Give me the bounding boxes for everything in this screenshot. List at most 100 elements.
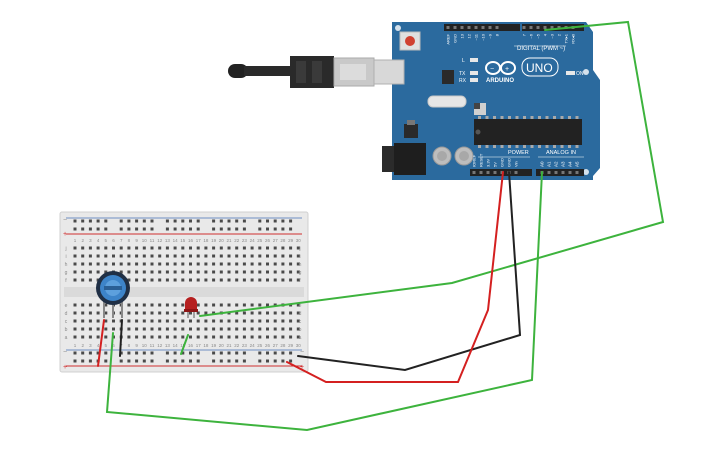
breadboard-hole[interactable] — [212, 335, 216, 339]
breadboard-hole[interactable] — [204, 327, 208, 331]
rail-hole[interactable] — [135, 219, 139, 223]
rail-hole[interactable] — [173, 227, 177, 231]
breadboard-hole[interactable] — [281, 278, 285, 282]
breadboard-hole[interactable] — [250, 327, 254, 331]
breadboard-hole[interactable] — [242, 335, 246, 339]
breadboard-hole[interactable] — [212, 327, 216, 331]
breadboard-hole[interactable] — [227, 319, 231, 323]
rail-hole[interactable] — [235, 227, 239, 231]
breadboard-hole[interactable] — [96, 303, 100, 307]
breadboard-hole[interactable] — [150, 254, 154, 258]
rail-hole[interactable] — [104, 359, 108, 363]
digital-pin[interactable] — [446, 26, 450, 29]
rail-hole[interactable] — [189, 359, 192, 363]
breadboard-hole[interactable] — [135, 327, 139, 331]
breadboard-hole[interactable] — [189, 311, 192, 315]
rail-hole[interactable] — [73, 359, 77, 363]
breadboard-hole[interactable] — [119, 262, 123, 266]
power-pin[interactable] — [472, 171, 476, 174]
breadboard-hole[interactable] — [142, 327, 146, 331]
breadboard-hole[interactable] — [127, 335, 131, 339]
digital-pin[interactable] — [522, 26, 526, 29]
rail-hole[interactable] — [289, 351, 293, 355]
rail-hole[interactable] — [127, 219, 131, 223]
breadboard-hole[interactable] — [273, 311, 277, 315]
breadboard-hole[interactable] — [273, 278, 277, 282]
rail-hole[interactable] — [212, 227, 216, 231]
breadboard-hole[interactable] — [258, 246, 262, 250]
breadboard-hole[interactable] — [119, 254, 123, 258]
breadboard-hole[interactable] — [250, 278, 254, 282]
breadboard-hole[interactable] — [88, 311, 92, 315]
breadboard-hole[interactable] — [181, 246, 185, 250]
breadboard-hole[interactable] — [296, 254, 300, 258]
breadboard-hole[interactable] — [258, 278, 262, 282]
breadboard-hole[interactable] — [119, 246, 123, 250]
breadboard-hole[interactable] — [219, 278, 223, 282]
breadboard-hole[interactable] — [266, 319, 269, 323]
digital-pin[interactable] — [453, 26, 457, 29]
wire-gnd-to-rail[interactable] — [297, 171, 522, 372]
breadboard-hole[interactable] — [181, 270, 185, 274]
breadboard-hole[interactable] — [204, 270, 208, 274]
rail-hole[interactable] — [219, 351, 223, 355]
breadboard-hole[interactable] — [73, 270, 77, 274]
breadboard-hole[interactable] — [104, 327, 108, 331]
breadboard-hole[interactable] — [196, 311, 200, 315]
rail-hole[interactable] — [242, 351, 246, 355]
digital-pin[interactable] — [460, 26, 464, 29]
rail-hole[interactable] — [266, 351, 269, 355]
digital-pin[interactable] — [536, 26, 540, 29]
breadboard-hole[interactable] — [227, 254, 231, 258]
breadboard-hole[interactable] — [88, 319, 92, 323]
rail-hole[interactable] — [119, 359, 123, 363]
rail-hole[interactable] — [181, 359, 185, 363]
breadboard-hole[interactable] — [281, 254, 285, 258]
breadboard-hole[interactable] — [258, 335, 262, 339]
breadboard-hole[interactable] — [242, 254, 246, 258]
breadboard-hole[interactable] — [258, 327, 262, 331]
rail-hole[interactable] — [165, 219, 169, 223]
breadboard-hole[interactable] — [235, 262, 239, 266]
breadboard-hole[interactable] — [289, 319, 293, 323]
digital-pin[interactable] — [488, 26, 492, 29]
breadboard-hole[interactable] — [158, 262, 162, 266]
breadboard-hole[interactable] — [196, 335, 200, 339]
breadboard-hole[interactable] — [173, 278, 177, 282]
breadboard-hole[interactable] — [227, 278, 231, 282]
breadboard-hole[interactable] — [296, 303, 300, 307]
breadboard-hole[interactable] — [127, 278, 131, 282]
reset-button-icon[interactable] — [399, 31, 421, 51]
rail-hole[interactable] — [227, 359, 231, 363]
breadboard-hole[interactable] — [281, 270, 285, 274]
breadboard-hole[interactable] — [204, 254, 208, 258]
rail-hole[interactable] — [73, 219, 77, 223]
rail-hole[interactable] — [119, 351, 123, 355]
rail-hole[interactable] — [96, 351, 100, 355]
breadboard-hole[interactable] — [135, 335, 139, 339]
breadboard-hole[interactable] — [196, 319, 200, 323]
breadboard-hole[interactable] — [242, 262, 246, 266]
rail-hole[interactable] — [258, 351, 262, 355]
breadboard-hole[interactable] — [104, 246, 108, 250]
breadboard-hole[interactable] — [212, 278, 216, 282]
breadboard-hole[interactable] — [242, 303, 246, 307]
breadboard-hole[interactable] — [181, 311, 185, 315]
breadboard-hole[interactable] — [104, 270, 108, 274]
breadboard-hole[interactable] — [219, 319, 223, 323]
breadboard-hole[interactable] — [189, 327, 192, 331]
breadboard-hole[interactable] — [135, 246, 139, 250]
breadboard-hole[interactable] — [165, 335, 169, 339]
breadboard-hole[interactable] — [81, 262, 85, 266]
breadboard-hole[interactable] — [204, 246, 208, 250]
breadboard-hole[interactable] — [158, 278, 162, 282]
rail-hole[interactable] — [81, 359, 85, 363]
rail-hole[interactable] — [165, 227, 169, 231]
digital-pin[interactable] — [557, 26, 561, 29]
breadboard-hole[interactable] — [135, 262, 139, 266]
breadboard-hole[interactable] — [189, 262, 192, 266]
breadboard-hole[interactable] — [212, 262, 216, 266]
rail-hole[interactable] — [219, 227, 223, 231]
breadboard-hole[interactable] — [242, 270, 246, 274]
digital-pin[interactable] — [467, 26, 471, 29]
